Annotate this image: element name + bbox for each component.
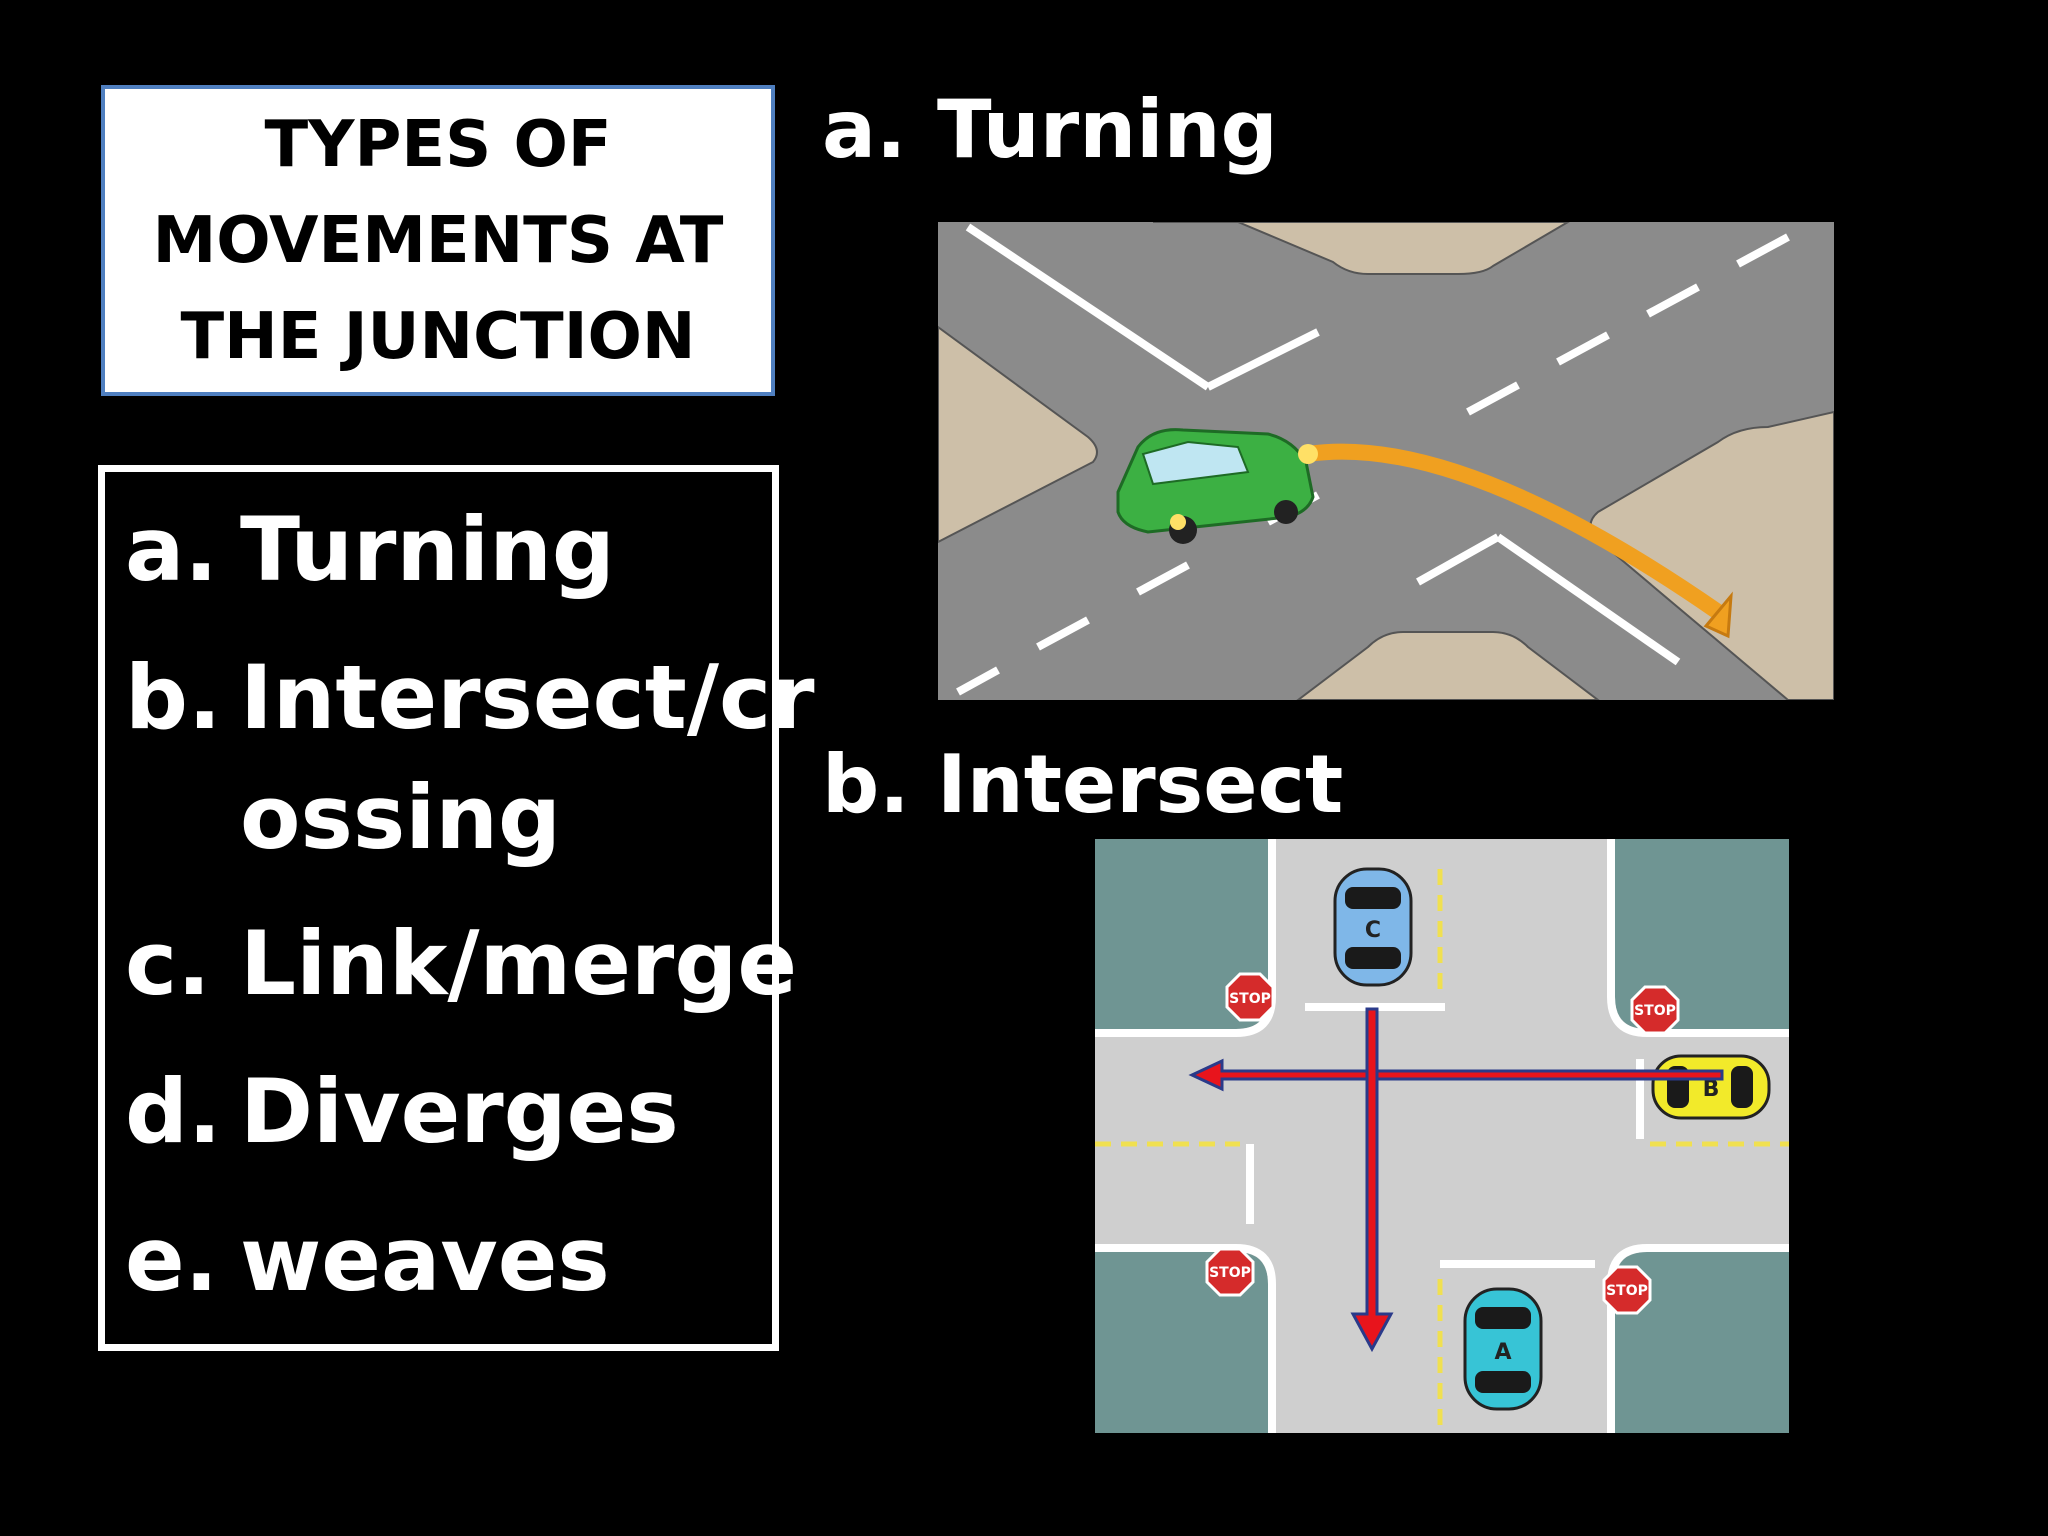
title-box: TYPES OF MOVEMENTS AT THE JUNCTION bbox=[101, 85, 775, 396]
crossing-arrow-vertical bbox=[1350, 1007, 1394, 1353]
stop-sign-text: STOP bbox=[1229, 991, 1271, 1007]
center-lines bbox=[1095, 869, 1789, 1433]
list-marker: e. bbox=[125, 1208, 219, 1311]
list-item-text: Intersect/cr bbox=[240, 646, 815, 749]
title-line-1: TYPES OF bbox=[264, 107, 612, 182]
road-markings bbox=[956, 223, 1790, 696]
sidewalk bbox=[938, 325, 1098, 544]
car-a-icon: A bbox=[1463, 1287, 1543, 1411]
list-item-text: weaves bbox=[240, 1208, 610, 1311]
turning-illustration bbox=[938, 222, 1834, 700]
page-title: TYPES OF MOVEMENTS AT THE JUNCTION bbox=[105, 97, 771, 385]
car-label: A bbox=[1494, 1340, 1511, 1365]
title-line-2: MOVEMENTS AT bbox=[152, 203, 724, 278]
crossing-arrow-horizontal bbox=[1188, 1058, 1724, 1092]
section-a-marker: a. bbox=[822, 83, 907, 176]
turn-path bbox=[1306, 443, 1723, 619]
corner-block bbox=[1095, 1252, 1268, 1433]
stop-sign-icon: STOP bbox=[1205, 1247, 1255, 1297]
stop-sign-icon: STOP bbox=[1630, 985, 1680, 1035]
section-a-label: Turning bbox=[937, 83, 1278, 176]
list-item-text: Turning bbox=[240, 498, 615, 601]
stop-sign-icon: STOP bbox=[1225, 972, 1275, 1022]
car-b-icon: B bbox=[1651, 1054, 1771, 1120]
sidewalk bbox=[1153, 222, 1570, 275]
list-item-text: Diverges bbox=[240, 1060, 679, 1163]
stop-sign-icon: STOP bbox=[1602, 1265, 1652, 1315]
list-marker: b. bbox=[125, 646, 222, 749]
stop-sign-text: STOP bbox=[1606, 1283, 1648, 1299]
list-marker: a. bbox=[125, 498, 218, 601]
stop-sign-text: STOP bbox=[1209, 1265, 1251, 1281]
section-b-marker: b. bbox=[822, 738, 910, 831]
section-b-label: Intersect bbox=[937, 738, 1344, 831]
intersection-illustration: STOP STOP STOP STOP C B A bbox=[1095, 839, 1789, 1433]
list-marker: d. bbox=[125, 1060, 222, 1163]
car-label: C bbox=[1365, 918, 1381, 943]
list-marker: c. bbox=[125, 912, 211, 1015]
list-item-text: Link/merge bbox=[240, 912, 798, 1015]
title-line-3: THE JUNCTION bbox=[180, 299, 696, 374]
section-a-heading: a. Turning bbox=[822, 85, 1278, 175]
corner-block bbox=[1615, 839, 1789, 1029]
section-b-heading: b. Intersect bbox=[822, 740, 1343, 830]
car-c-icon: C bbox=[1333, 867, 1413, 987]
car-label: B bbox=[1703, 1077, 1720, 1102]
turn-arrow-head bbox=[1703, 591, 1733, 639]
stop-sign-text: STOP bbox=[1634, 1003, 1676, 1019]
sidewalk bbox=[1296, 631, 1600, 700]
movement-types-list: a. Turning b. Intersect/cr ossing c. Lin… bbox=[98, 465, 815, 1351]
corner-block bbox=[1095, 839, 1268, 1029]
green-car-icon bbox=[1116, 428, 1318, 544]
corner-block bbox=[1615, 1252, 1789, 1433]
list-item-text: ossing bbox=[240, 766, 562, 869]
